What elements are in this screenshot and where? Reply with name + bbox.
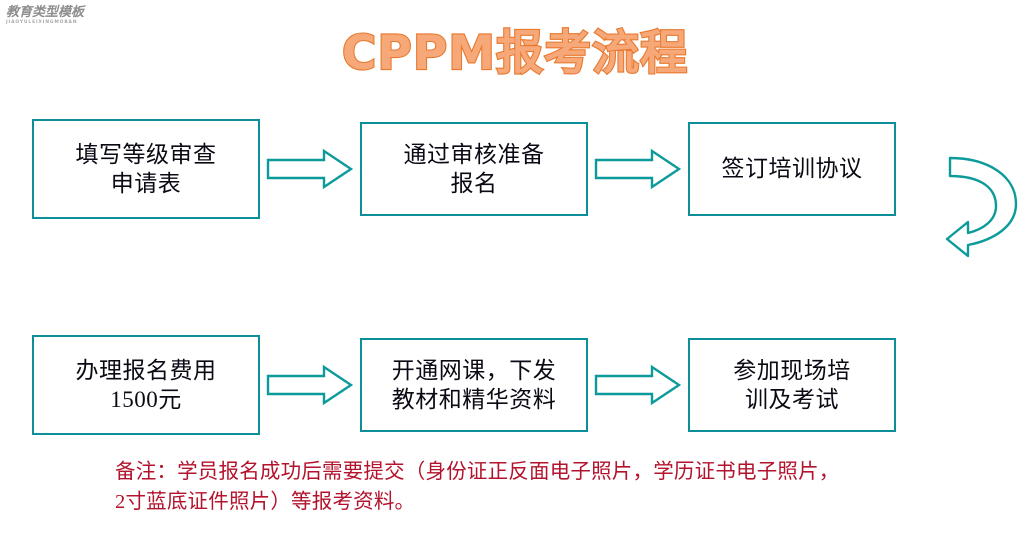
flow-connector-4: [588, 364, 688, 406]
flow-node-fill-form-line2: 申请表: [110, 171, 182, 196]
flow-node-pass-review[interactable]: 通过审核准备 报名: [360, 122, 588, 216]
flow-node-pay-fee[interactable]: 办理报名费用 1500元: [32, 335, 260, 435]
page-title: CPPM报考流程: [341, 25, 689, 82]
flow-node-sign-agreement[interactable]: 签订培训协议: [688, 122, 896, 216]
flow-node-fill-form[interactable]: 填写等级审查 申请表: [32, 119, 260, 219]
arrow-right-icon: [594, 148, 682, 190]
flow-node-sign-agreement-label: 签订培训协议: [722, 154, 863, 183]
flow-node-open-course-line1: 开通网课，下发: [391, 357, 557, 383]
arrow-right-icon: [594, 364, 682, 406]
uturn-arrow-icon: [945, 156, 1018, 258]
flow-node-attend-training[interactable]: 参加现场培 训及考试: [688, 338, 896, 432]
flow-node-attend-training-label: 参加现场培 训及考试: [733, 356, 851, 415]
flow-node-pass-review-line2: 报名: [450, 171, 498, 196]
flow-row-top: 填写等级审查 申请表 通过审核准备 报名 签订培训协议: [0, 118, 1030, 220]
flow-node-fill-form-line1: 填写等级审查: [75, 141, 217, 167]
footer-note-text: 备注：学员报名成功后需要提交（身份证正反面电子照片，学历证书电子照片， 2寸蓝底…: [115, 458, 915, 517]
flow-node-pay-fee-line1: 办理报名费用: [75, 357, 217, 383]
flow-connector-1: [260, 148, 360, 190]
flow-node-open-course[interactable]: 开通网课，下发 教材和精华资料: [360, 338, 588, 432]
flow-row-bottom: 办理报名费用 1500元 开通网课，下发 教材和精华资料 参加现场培 训及考试: [0, 334, 1030, 436]
flow-node-attend-training-line2: 训及考试: [745, 387, 839, 412]
footer-note-line-1: 备注：学员报名成功后需要提交（身份证正反面电子照片，学历证书电子照片，: [115, 461, 840, 483]
flow-node-open-course-label: 开通网课，下发 教材和精华资料: [392, 356, 557, 415]
watermark-logo: 教育类型模板 JIAOYULEIXINGMOBAN: [6, 6, 102, 25]
flow-node-pay-fee-line2: 1500元: [110, 387, 182, 412]
watermark-logo-cn-text: 教育类型模板: [6, 5, 85, 20]
flow-node-open-course-line2: 教材和精华资料: [391, 387, 557, 412]
footer-note: 备注：学员报名成功后需要提交（身份证正反面电子照片，学历证书电子照片， 2寸蓝底…: [0, 458, 1030, 517]
flow-node-fill-form-label: 填写等级审查 申请表: [76, 140, 217, 199]
flow-node-pass-review-line1: 通过审核准备: [403, 141, 545, 167]
footer-note-line-2: 2寸蓝底证件照片）等报考资料。: [115, 490, 416, 513]
arrow-right-icon: [266, 148, 354, 190]
flow-node-sign-agreement-line1: 签订培训协议: [721, 156, 863, 182]
flow-node-pay-fee-label: 办理报名费用 1500元: [76, 356, 217, 415]
flow-node-pass-review-label: 通过审核准备 报名: [404, 140, 545, 199]
watermark-logo-pinyin-text: JIAOYULEIXINGMOBAN: [6, 20, 78, 25]
flow-node-attend-training-line1: 参加现场培: [733, 357, 851, 383]
flow-connector-3: [260, 364, 360, 406]
flow-connector-2: [588, 148, 688, 190]
arrow-right-icon: [266, 364, 354, 406]
